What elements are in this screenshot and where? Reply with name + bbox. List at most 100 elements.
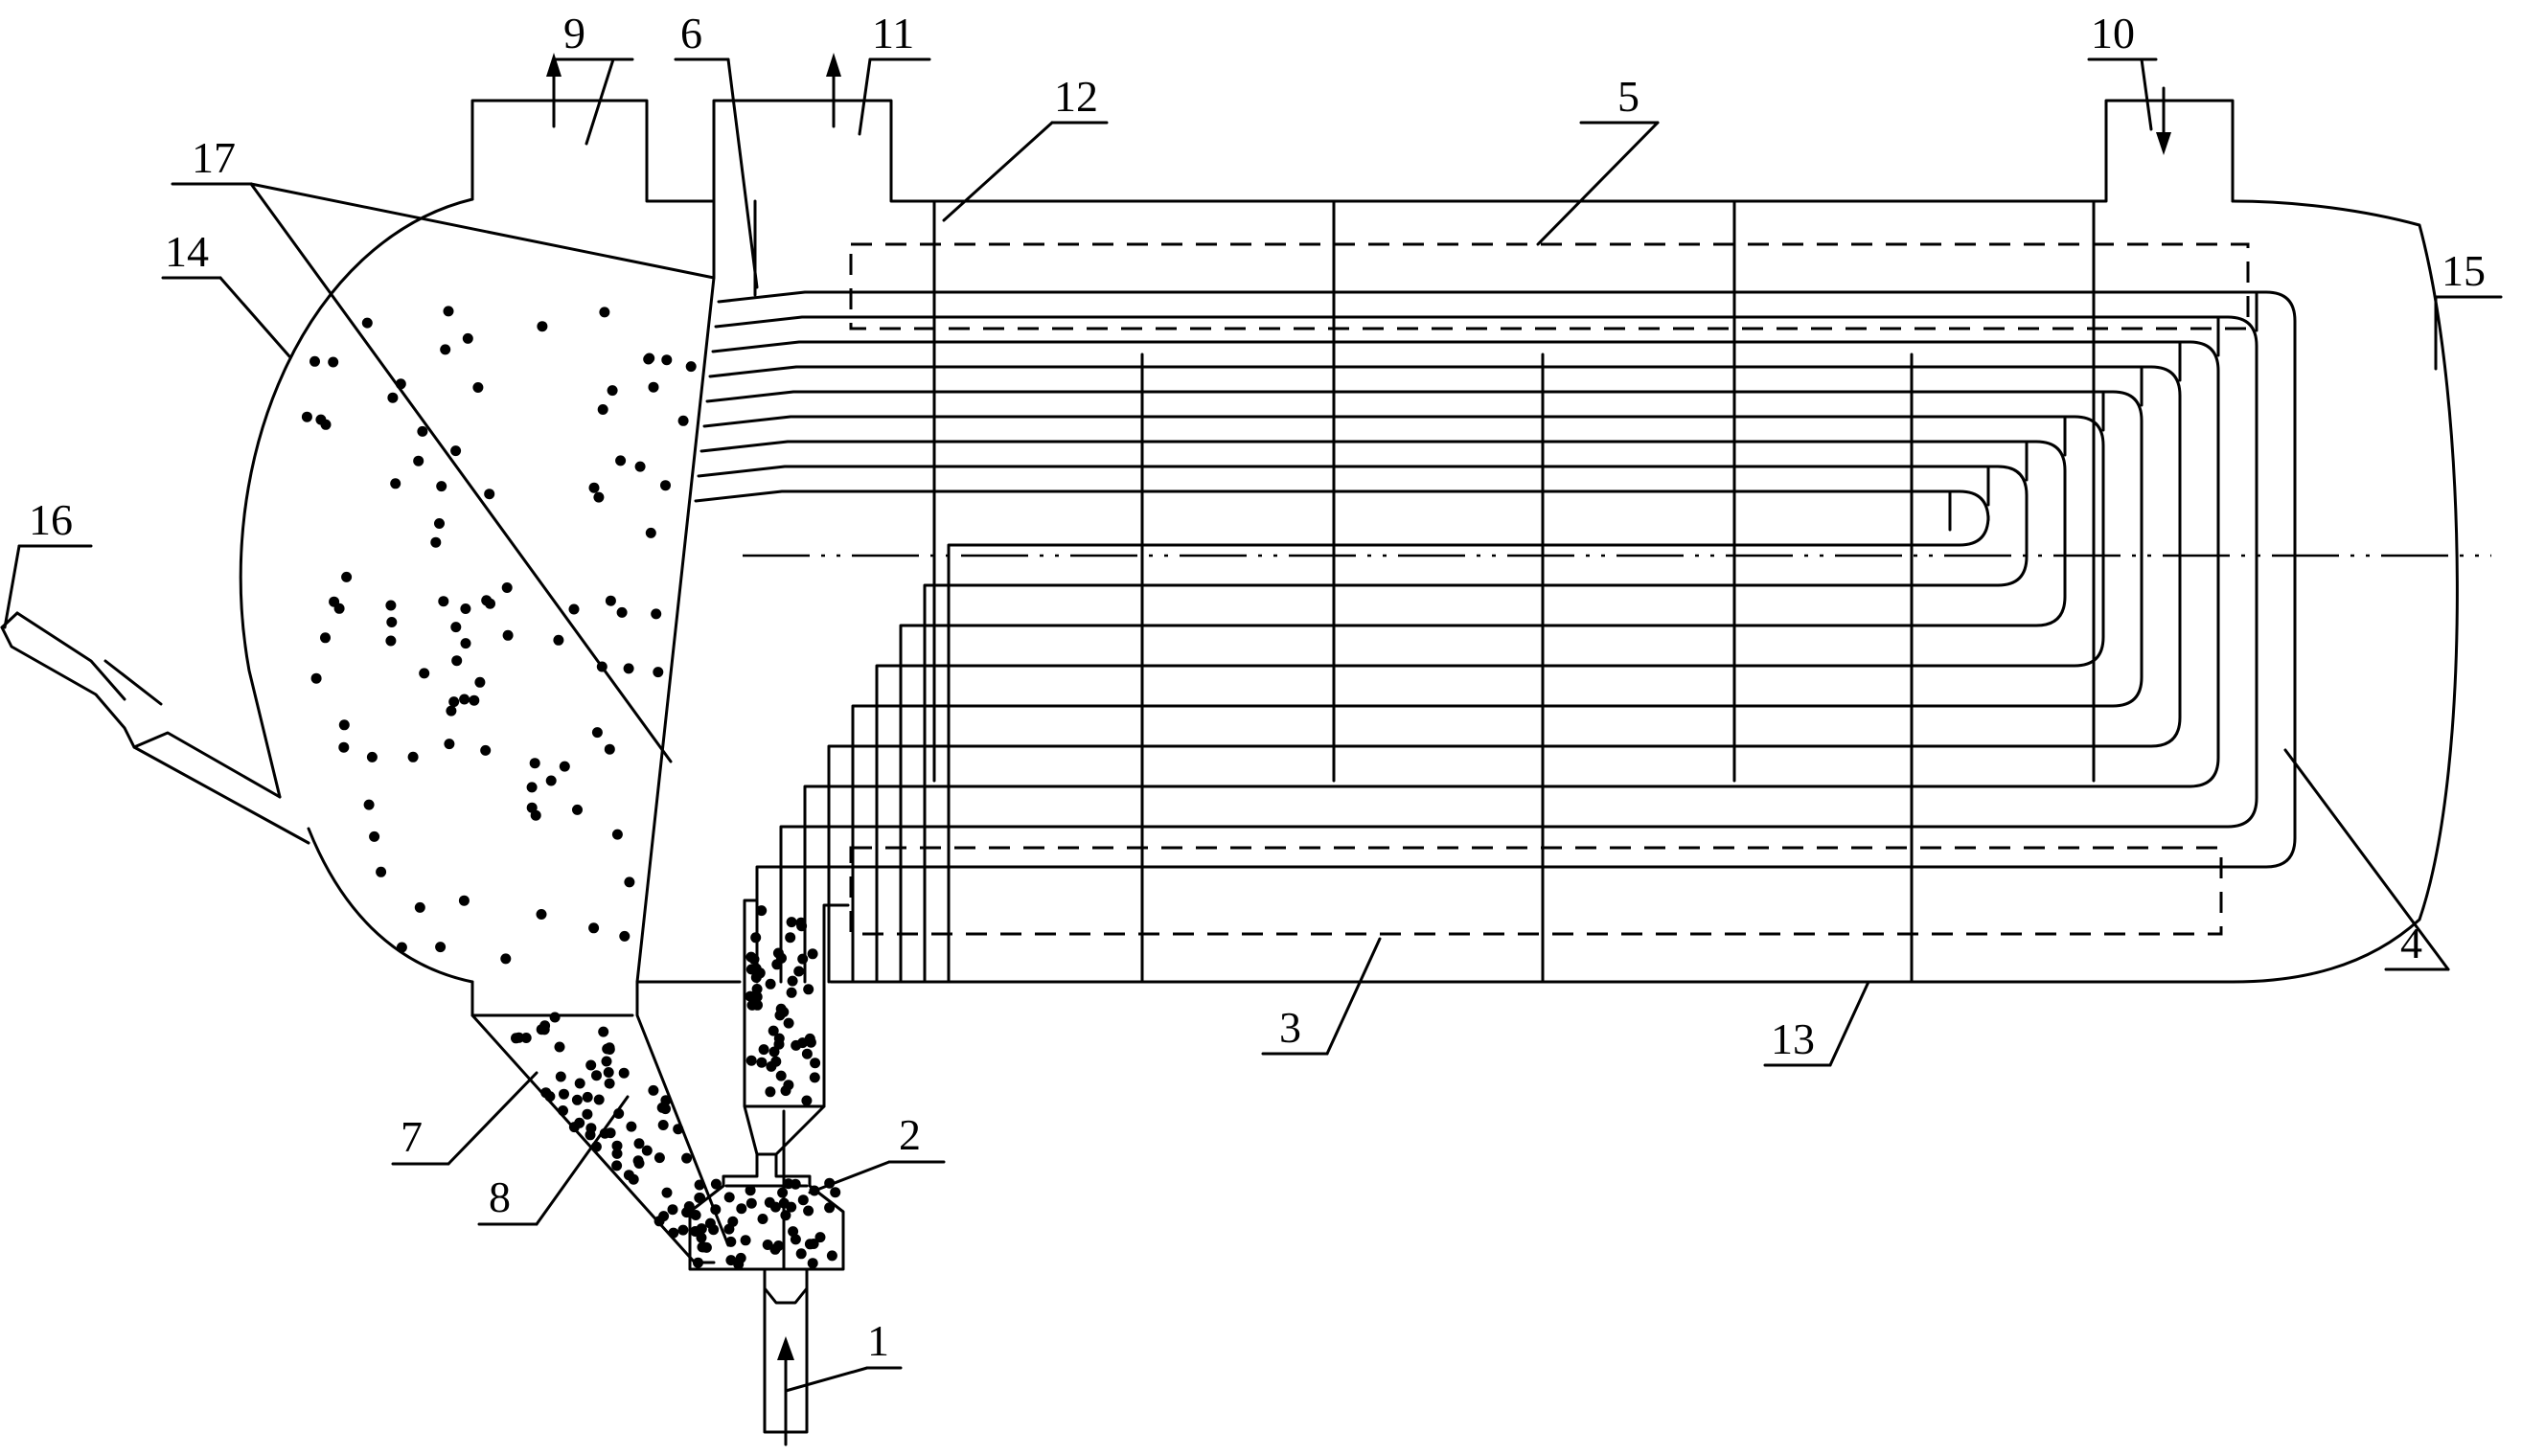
particle <box>559 761 570 772</box>
particle <box>385 635 397 647</box>
particle <box>801 1048 813 1059</box>
particle <box>536 1024 547 1035</box>
nozzle-arrows <box>546 53 2171 155</box>
particle <box>615 455 627 466</box>
label-3: 3 <box>1279 1003 1301 1052</box>
cone-baffle-6 <box>470 199 757 1264</box>
particle <box>735 1252 746 1263</box>
particle <box>555 1071 566 1082</box>
particle <box>786 987 797 998</box>
particle <box>588 922 600 934</box>
particle <box>673 1124 684 1135</box>
particle <box>803 984 814 995</box>
particle <box>797 953 809 965</box>
particle <box>740 1235 751 1246</box>
particle <box>436 481 447 492</box>
vessel-shell <box>239 99 2459 1017</box>
particle <box>329 596 340 607</box>
particle <box>695 1193 706 1203</box>
particle <box>462 332 473 344</box>
particle <box>310 672 322 684</box>
particle <box>633 1138 645 1149</box>
tube <box>705 390 2144 984</box>
particle <box>690 1210 701 1220</box>
label-9: 9 <box>563 9 585 57</box>
particle <box>611 829 623 840</box>
particle <box>758 1044 769 1056</box>
particle <box>363 799 375 810</box>
particle <box>660 480 671 491</box>
particle <box>460 638 471 649</box>
label-4: 4 <box>2400 919 2422 967</box>
particle <box>591 727 603 739</box>
particles <box>301 306 841 1270</box>
particle <box>797 1037 809 1049</box>
particle <box>805 1036 816 1048</box>
baffle-plates <box>932 199 2096 984</box>
particle <box>434 518 445 529</box>
particle <box>807 948 818 960</box>
particle <box>616 606 628 618</box>
particle <box>605 595 616 606</box>
tube <box>699 440 2067 984</box>
particle <box>554 1041 565 1053</box>
tube <box>717 290 2297 984</box>
particle <box>417 425 428 437</box>
particle <box>387 392 399 403</box>
label-6: 6 <box>680 9 702 57</box>
particle <box>611 1140 623 1151</box>
particle <box>407 751 419 762</box>
particle <box>526 802 538 813</box>
particle <box>511 1033 521 1044</box>
particle <box>765 978 776 990</box>
particle <box>694 1179 705 1191</box>
particle <box>775 1070 787 1081</box>
particle <box>341 571 353 582</box>
particle <box>830 1187 841 1198</box>
particle <box>588 482 600 493</box>
particle <box>440 344 451 355</box>
particle <box>771 959 783 970</box>
particle <box>315 414 327 425</box>
particle <box>748 953 760 965</box>
particle <box>596 661 608 672</box>
particle <box>481 595 493 606</box>
particle <box>385 600 397 611</box>
particle <box>667 1204 678 1216</box>
particle <box>710 1204 722 1216</box>
particle <box>480 744 492 756</box>
particle <box>549 1012 561 1023</box>
tube <box>708 365 2182 984</box>
particle <box>765 1086 776 1098</box>
particle <box>803 1205 814 1217</box>
leader-lines <box>3 57 2503 1393</box>
particle <box>386 617 398 627</box>
particle <box>648 1084 659 1096</box>
particle <box>419 668 430 679</box>
particle <box>571 1094 583 1105</box>
particle <box>585 1059 597 1071</box>
particle <box>396 942 407 953</box>
particle <box>633 1158 645 1169</box>
particle <box>790 1234 801 1245</box>
particle <box>558 1105 568 1116</box>
particle <box>618 1067 630 1079</box>
particle <box>681 1152 693 1164</box>
particle <box>414 901 425 913</box>
particle <box>310 355 320 367</box>
particle <box>338 719 350 731</box>
particle <box>769 1201 781 1213</box>
particle <box>774 1010 786 1021</box>
particle <box>460 603 471 614</box>
particle <box>696 1223 707 1235</box>
particle <box>769 1243 781 1255</box>
particle <box>797 1194 809 1206</box>
particle <box>536 909 547 920</box>
particle <box>785 932 796 944</box>
particle <box>469 694 480 706</box>
particle <box>607 385 618 397</box>
particle <box>814 1232 826 1243</box>
particle <box>710 1178 722 1190</box>
particle <box>446 705 457 717</box>
